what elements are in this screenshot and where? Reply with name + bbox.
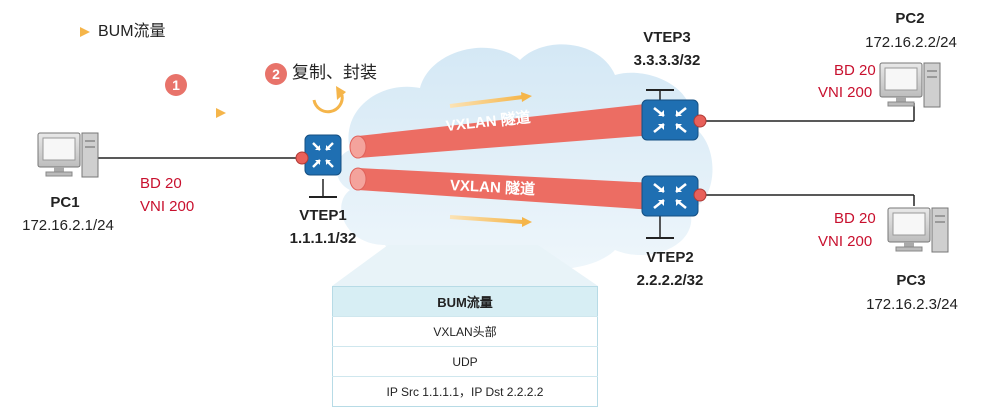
pc1-bd: BD 20 — [140, 175, 182, 192]
bum-arrow-to-vtep3 — [449, 92, 532, 108]
vtep1-name: VTEP1 — [299, 207, 347, 224]
pc1-name: PC1 — [50, 194, 80, 211]
vtep3-port — [693, 114, 707, 128]
packet-header-table: BUM流量 VXLAN头部 UDP IP Src 1.1.1.1，IP Dst … — [332, 286, 598, 407]
packet-header-title: BUM流量 — [332, 286, 598, 317]
packet-layer-row: IP Src 1.1.1.1，IP Dst 2.2.2.2 — [333, 377, 598, 407]
bum-arrow-legend — [35, 27, 90, 37]
pc3-bd: BD 20 — [834, 210, 876, 227]
step-2-badge: 2 — [265, 63, 287, 85]
step-2-label: 复制、封装 — [292, 63, 377, 82]
pc2-ip: 172.16.2.2/24 — [865, 34, 957, 51]
pc1-computer-icon — [37, 132, 99, 178]
pc2-computer-icon — [879, 62, 941, 108]
vtep1-router-icon — [304, 134, 342, 198]
vtep1-ip: 1.1.1.1/32 — [289, 230, 357, 247]
tunnel-vtep1-vtep3 — [349, 103, 654, 159]
packet-layer-udp: UDP — [332, 346, 598, 377]
vtep2-ip: 2.2.2.2/32 — [636, 272, 704, 289]
legend-label: BUM流量 — [98, 23, 166, 40]
pc1-ip: 172.16.2.1/24 — [22, 217, 114, 234]
pc2-name: PC2 — [895, 10, 925, 27]
pc3-name: PC3 — [896, 272, 926, 289]
packet-layer-ip: IP Src 1.1.1.1，IP Dst 2.2.2.2 — [386, 385, 544, 399]
vtep3-ip: 3.3.3.3/32 — [633, 52, 701, 69]
bum-arrow-ingress — [135, 108, 226, 118]
vtep2-port — [693, 188, 707, 202]
vtep1-port — [295, 151, 309, 165]
packet-layer-row: VXLAN头部 — [332, 316, 598, 347]
pc1-vni: VNI 200 — [140, 198, 195, 215]
replicate-cycle-icon — [312, 86, 346, 114]
network-cloud — [336, 44, 713, 270]
callout-shape — [332, 245, 598, 286]
pc2-vni: VNI 200 — [818, 84, 873, 101]
packet-header-title-row: BUM流量 — [332, 286, 598, 317]
vtep3-name: VTEP3 — [643, 29, 691, 46]
packet-layer-vxlan: VXLAN头部 — [332, 316, 598, 347]
vtep2-router-icon — [641, 175, 699, 239]
pc3-computer-icon — [887, 207, 949, 253]
step-1-badge: 1 — [165, 74, 187, 96]
vtep3-router-icon — [641, 89, 699, 141]
vtep2-name: VTEP2 — [646, 249, 694, 266]
pc2-bd: BD 20 — [834, 62, 876, 79]
pc3-vni: VNI 200 — [818, 233, 873, 250]
bum-arrow-to-vtep2 — [449, 215, 532, 227]
packet-layer-row: UDP — [332, 346, 598, 377]
tunnel-vtep1-vtep2 — [349, 167, 654, 210]
pc3-ip: 172.16.2.3/24 — [866, 296, 958, 313]
